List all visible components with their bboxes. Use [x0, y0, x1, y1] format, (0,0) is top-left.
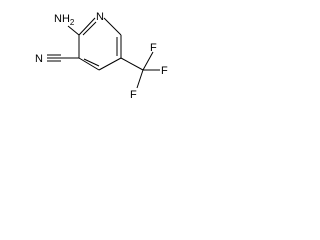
- fluorine-right-label: F: [161, 65, 168, 77]
- bond-c6-n1: [103, 17, 122, 36]
- bond-c2-nh2: [67, 25, 80, 36]
- ring-nitrogen-label: N: [96, 11, 104, 23]
- fluorine-top-label: F: [150, 42, 157, 54]
- bond-c-f-bottom: [136, 69, 144, 89]
- double-bond-c3-c4: [83, 58, 100, 67]
- chemical-structure: NH2 N N F F F: [35, 11, 168, 101]
- bond-c-f-top: [142, 51, 154, 71]
- nitrile-group: [47, 54, 79, 62]
- double-bond-n1-c2: [82, 21, 97, 36]
- bond-n1-c2: [78, 17, 96, 36]
- fluorine-bottom-label: F: [130, 89, 137, 101]
- amino-label: NH2: [54, 13, 75, 27]
- trifluoromethyl-group: [120, 51, 160, 89]
- bond-c5-cf3: [120, 57, 144, 71]
- pyridine-ring: [78, 17, 122, 71]
- bond-c4-c5: [98, 57, 122, 71]
- nitrile-nitrogen-label: N: [35, 53, 43, 65]
- bond-c3-c4: [78, 57, 100, 71]
